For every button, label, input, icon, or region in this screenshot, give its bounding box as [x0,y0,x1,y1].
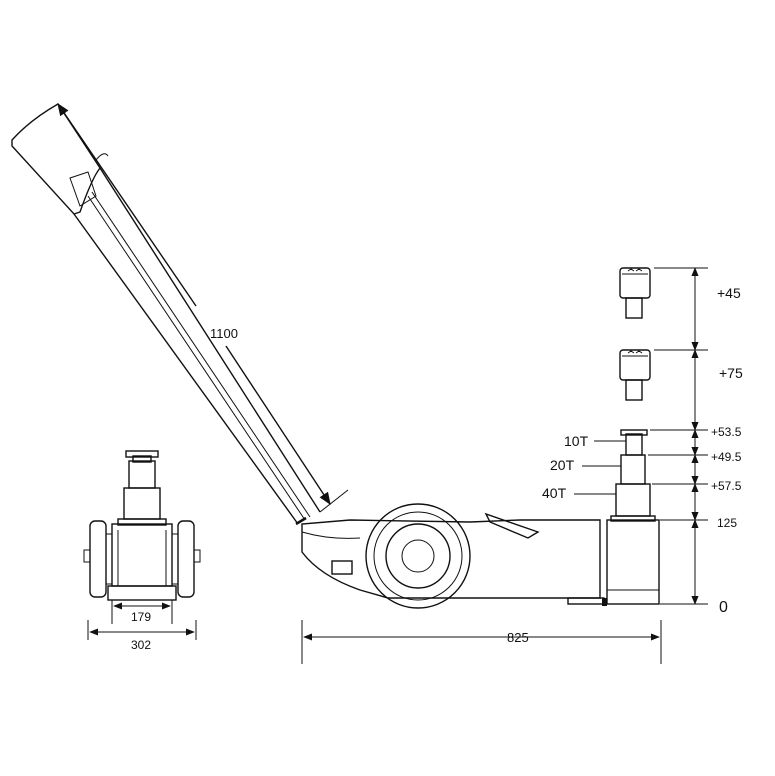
front-inner-width-label: 179 [131,610,151,624]
extension-piece-45 [619,267,651,319]
front-width-dimensions: 179 302 [87,600,197,652]
jack-body [301,503,607,609]
handle-tail-tick [319,489,349,513]
height-scale: +45 +75 +53.5 +49.5 +57.5 125 0 [648,267,743,616]
front-left-wheel [89,520,107,598]
front-right-wheel [177,520,195,598]
stage-10t [625,433,643,456]
air-valve-lever [484,512,540,539]
extension-piece-75 [619,349,651,401]
handle-grip [11,103,101,215]
saddle [620,429,648,436]
base-plate [567,597,605,605]
jack-handle [11,103,349,526]
height-label-plus75: +75 [719,365,743,381]
height-label-plus49-5: +49.5 [711,450,742,464]
telescopic-cylinder [606,429,660,605]
side-length-label: 825 [507,630,529,645]
height-label-125: 125 [717,516,737,530]
jack-wheel [365,503,471,609]
front-outer-width-label: 302 [131,638,151,652]
stage-20t [620,454,646,485]
handle-length-dimension: 1100 [57,102,331,506]
height-label-plus57-5: +57.5 [711,479,742,493]
stage-label-20t: 20T [550,457,575,473]
height-label-plus53-5: +53.5 [711,425,742,439]
side-length-dimension: 825 [301,620,662,664]
handle-air-hook [95,153,109,161]
height-label-0: 0 [719,599,728,616]
handle-lever [69,171,97,207]
front-body [111,523,173,587]
height-label-plus45: +45 [717,285,741,301]
handle-length-label: 1100 [210,326,238,341]
cylinder-main [606,519,660,605]
front-view [83,450,201,601]
stage-40t [615,483,651,517]
stage-labels: 10T 20T 40T [542,433,626,501]
front-base [107,585,177,601]
stage-label-10t: 10T [564,433,589,449]
label-plate [331,560,353,575]
jack-chassis [301,519,601,599]
stage-label-40t: 40T [542,485,567,501]
